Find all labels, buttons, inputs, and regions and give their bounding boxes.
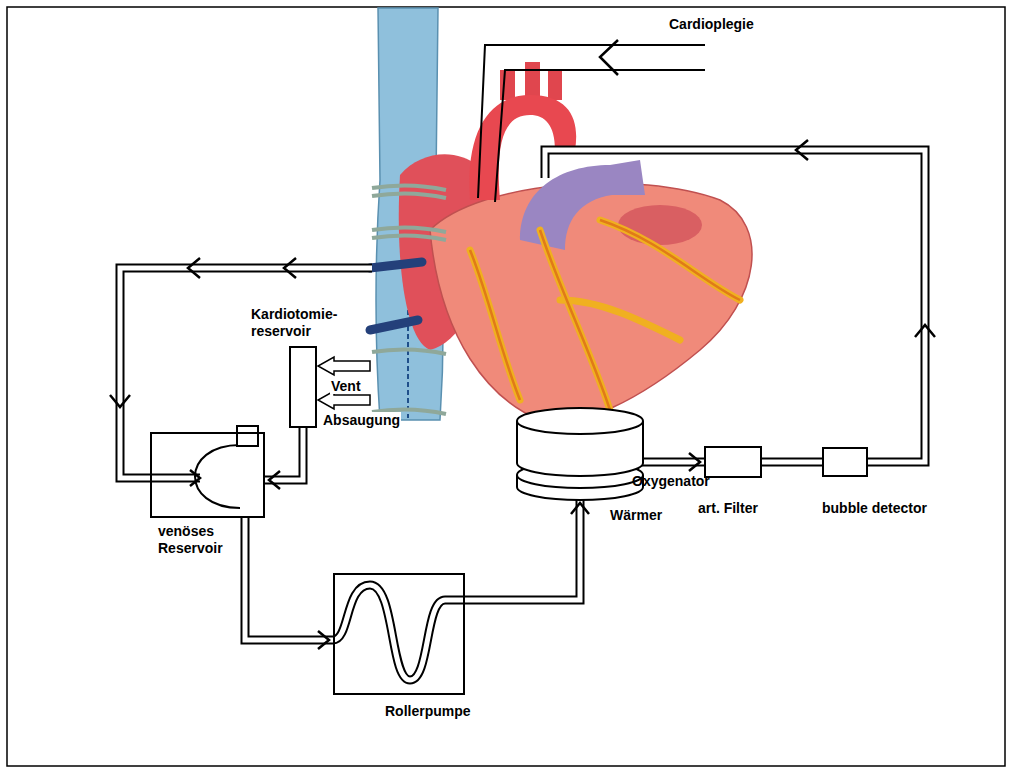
tube-inner [245,518,333,640]
arrow-head [571,503,589,514]
arrow-head [689,453,700,471]
tube-outer [265,428,303,480]
tube-connector [265,428,303,489]
heart-illustration [370,8,752,422]
reservoir-detail [195,426,258,508]
tube-outer [465,499,580,600]
tube-inner [762,460,822,465]
roller-pump: Rollerpumpe [333,573,465,695]
tube-inner [265,428,303,480]
arterial-filter: art. Filter [704,446,762,478]
part-label: art. Filter [698,500,758,517]
part-label: Kardiotomie- reservoir [251,306,351,340]
tube-outer [762,458,822,467]
frame [7,7,1005,766]
oxygenator: OxygenatorWärmer [515,403,645,503]
part-label: bubble detector [822,500,927,517]
tube-outer [245,518,333,640]
arrow-head [269,471,280,489]
tube-connector [245,518,333,649]
line-label: Vent [330,378,362,394]
part-label: Oxygenator [632,473,710,490]
pump-tube [333,585,465,680]
oxygenator-symbol [515,403,645,503]
tube-inner [465,499,580,600]
part-label: Rollerpumpe [385,703,471,720]
tube-connector [465,499,589,600]
cardioplegia-line [478,40,705,202]
venous-reservoir: venöses Reservoir [150,432,265,518]
cardiotomy-reservoir: Kardiotomie- reservoir [289,346,317,428]
bubble-detector: bubble detector [822,447,868,477]
arrow-head [318,631,329,649]
line-label: Absaugung [322,412,401,428]
suction-arrows [318,357,370,409]
part-label: venöses Reservoir [158,523,238,557]
line-label: Cardioplegie [668,16,755,32]
part-label: Wärmer [610,507,662,524]
tube-connector [762,462,822,463]
